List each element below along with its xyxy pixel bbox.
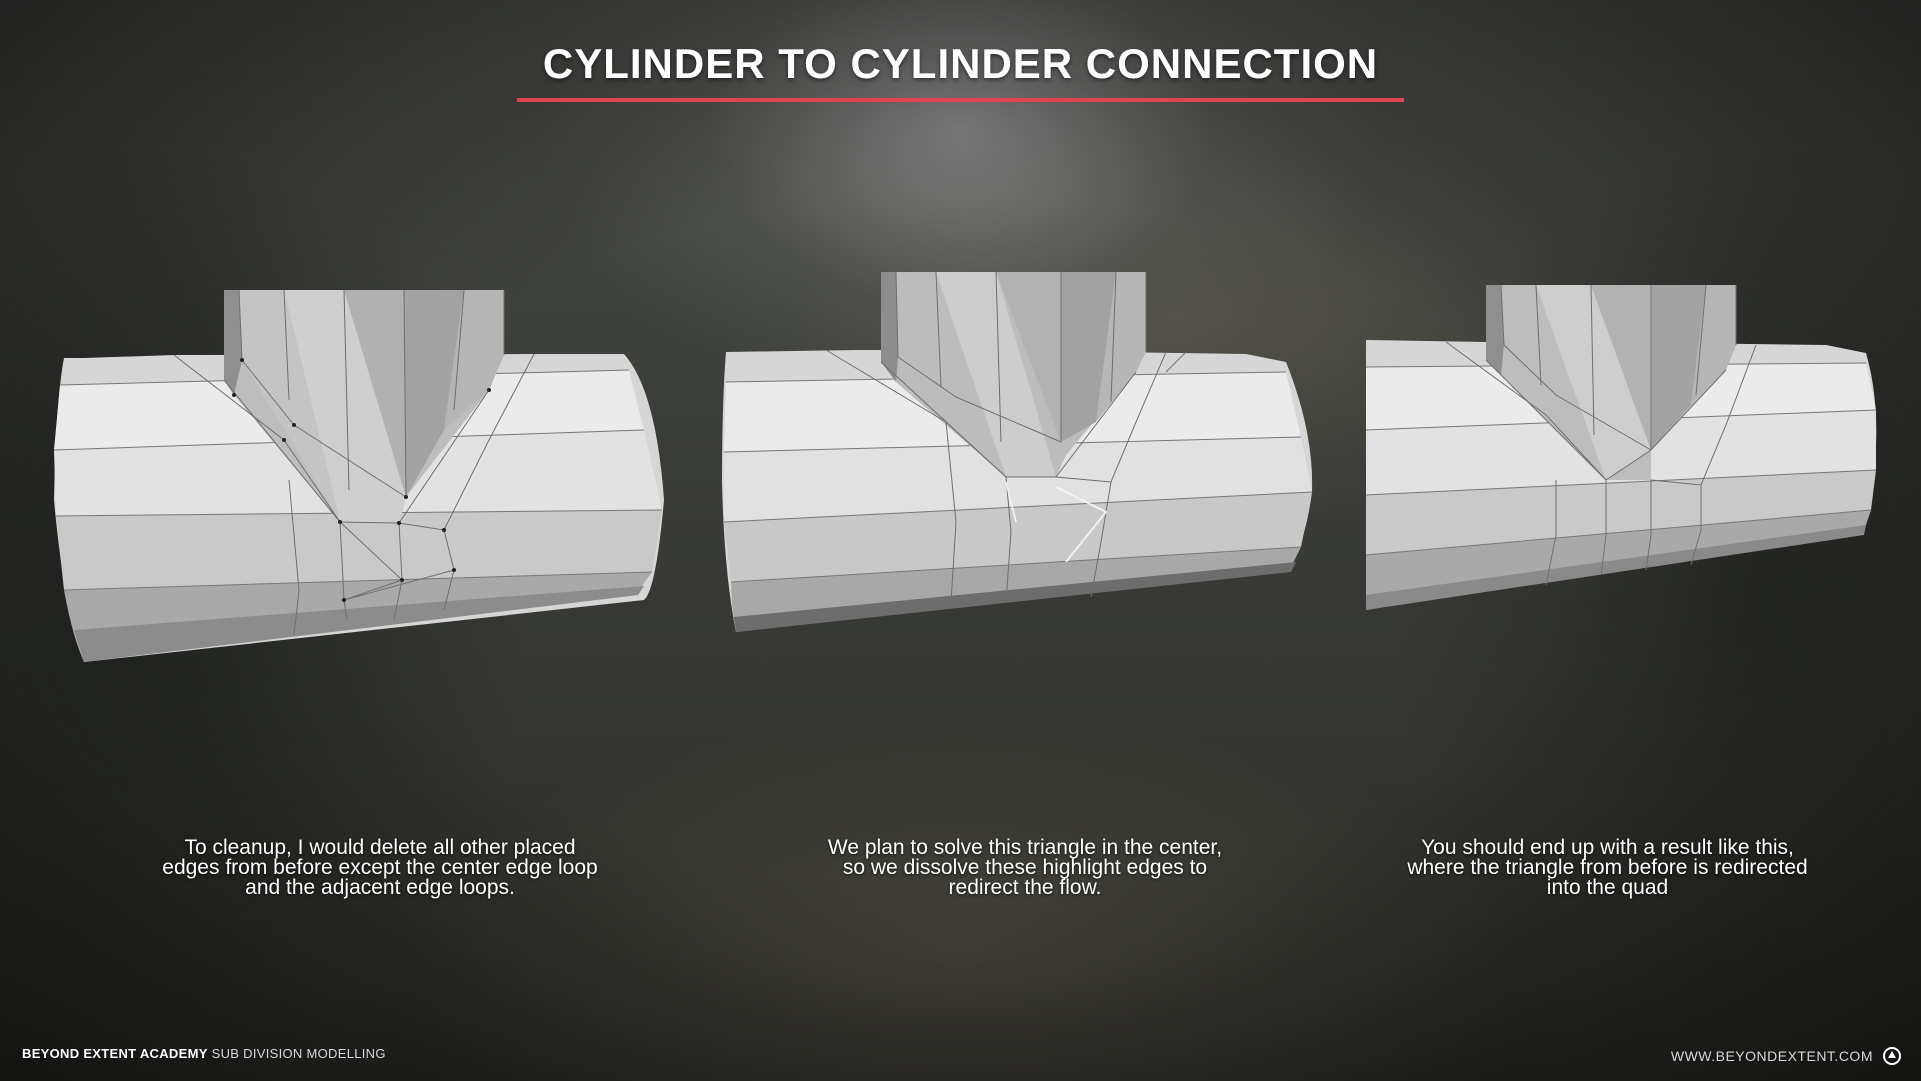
cylinder-mesh-1 [53, 289, 664, 662]
footer-brand: BEYOND EXTENT ACADEMY [22, 1046, 208, 1061]
footer-branding: BEYOND EXTENT ACADEMY SUB DIVISION MODEL… [22, 1046, 386, 1061]
mesh-image-1 [44, 289, 674, 670]
cylinder-mesh-2 [722, 271, 1313, 632]
slide-title: CYLINDER TO CYLINDER CONNECTION [516, 40, 1405, 102]
mesh-image-2 [716, 271, 1346, 652]
footer-course: SUB DIVISION MODELLING [211, 1046, 386, 1061]
website-link[interactable]: WWW.BEYONDEXTENT.COM [1670, 1048, 1873, 1064]
caption-1: To cleanup, I would delete all other pla… [162, 836, 598, 899]
mesh-image-3 [1365, 284, 1896, 625]
footer-website: WWW.BEYONDEXTENT.COM [1671, 1047, 1901, 1065]
caption-3: You should end up with a result like thi… [1407, 836, 1808, 899]
caption-2: We plan to solve this triangle in the ce… [827, 836, 1223, 899]
cylinder-mesh-3 [1365, 284, 1877, 610]
title-container: CYLINDER TO CYLINDER CONNECTION [0, 40, 1921, 102]
beyond-extent-logo-icon [1883, 1047, 1901, 1065]
